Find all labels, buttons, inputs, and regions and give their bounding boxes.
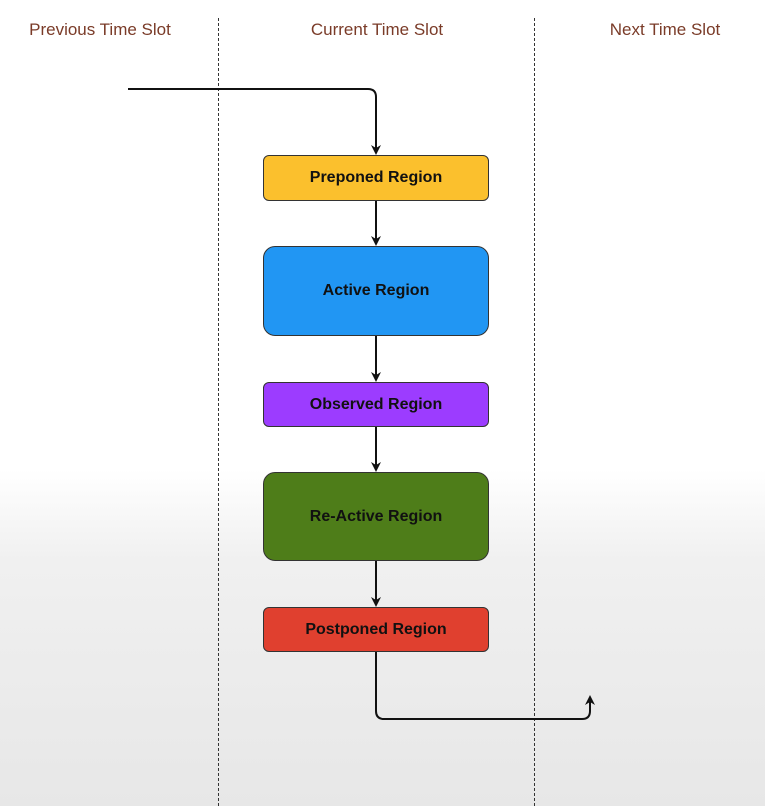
observed-region-box: Observed Region bbox=[263, 382, 489, 427]
reactive-region-box: Re-Active Region bbox=[263, 472, 489, 561]
next-time-slot-label: Next Time Slot bbox=[609, 20, 721, 39]
preponed-region-box: Preponed Region bbox=[263, 155, 489, 201]
postponed-region-box: Postponed Region bbox=[263, 607, 489, 652]
outgoing-arrow bbox=[375, 652, 595, 720]
current-time-slot-label: Current Time Slot bbox=[310, 20, 444, 39]
active-region-box: Active Region bbox=[263, 246, 489, 336]
previous-time-slot-label: Previous Time Slot bbox=[29, 20, 171, 39]
incoming-arrow bbox=[128, 88, 381, 155]
time-slot-divider-left bbox=[218, 18, 219, 806]
time-slot-divider-right bbox=[534, 18, 535, 806]
